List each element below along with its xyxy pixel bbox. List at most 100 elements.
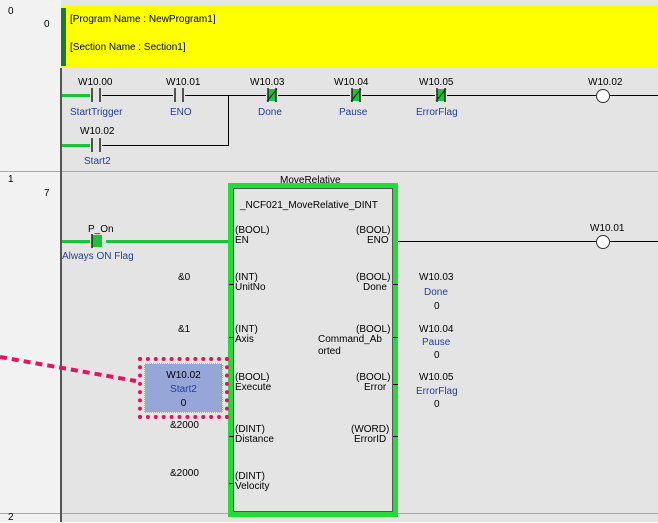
wire bbox=[185, 95, 266, 96]
wire bbox=[610, 95, 658, 96]
rung-number-0: 0 bbox=[8, 6, 14, 17]
execute-operand-selected[interactable] bbox=[144, 363, 223, 413]
wire bbox=[362, 95, 435, 96]
pin bbox=[393, 284, 398, 285]
energized-wire bbox=[62, 240, 90, 243]
output-value: 0 bbox=[434, 301, 440, 312]
fb-output-name: Command_Ab bbox=[318, 334, 382, 345]
wire bbox=[278, 95, 350, 96]
energized-wire bbox=[106, 240, 228, 243]
contact-comment: StartTrigger bbox=[70, 107, 123, 118]
fb-output-type: (BOOL) bbox=[356, 324, 391, 335]
wire bbox=[102, 95, 173, 96]
contact-nc-icon[interactable] bbox=[266, 88, 278, 102]
output-address: W10.04 bbox=[419, 324, 454, 335]
section-comment-banner[interactable] bbox=[61, 6, 658, 68]
contact-nc-icon[interactable] bbox=[350, 88, 362, 102]
fb-input-value: &2000 bbox=[170, 420, 199, 431]
contact-address: W10.03 bbox=[250, 77, 285, 88]
fb-input-type: (DINT) bbox=[235, 424, 265, 435]
pin bbox=[393, 337, 398, 338]
function-block[interactable] bbox=[233, 188, 393, 512]
selection-highlight-box bbox=[138, 357, 229, 419]
wire bbox=[610, 241, 658, 242]
fb-input-type: (BOOL) bbox=[235, 225, 270, 236]
pin bbox=[229, 337, 234, 338]
pin bbox=[229, 284, 234, 285]
output-value: 0 bbox=[434, 350, 440, 361]
fb-input-type: (BOOL) bbox=[235, 372, 270, 383]
output-value: 0 bbox=[434, 399, 440, 410]
wire bbox=[398, 241, 596, 242]
fb-output-name-cont: orted bbox=[318, 346, 341, 357]
step-number-0: 0 bbox=[44, 19, 50, 30]
contact-address: P_On bbox=[88, 224, 114, 235]
contact-no-icon[interactable] bbox=[90, 138, 102, 152]
pin bbox=[393, 436, 398, 437]
fb-output-name: ErrorID bbox=[354, 434, 387, 445]
wire bbox=[447, 95, 596, 96]
fb-output-name: Done bbox=[363, 282, 387, 293]
fb-input-type: (INT) bbox=[235, 272, 258, 283]
operand-address: W10.02 bbox=[166, 370, 201, 381]
fb-input-name: Velocity bbox=[235, 481, 270, 492]
output-coil-icon[interactable] bbox=[596, 89, 610, 103]
fb-input-type: (INT) bbox=[235, 324, 258, 335]
left-power-rail bbox=[60, 68, 62, 522]
fb-input-name: Distance bbox=[235, 434, 274, 445]
contact-no-icon[interactable] bbox=[173, 88, 185, 102]
contact-comment: Always ON Flag bbox=[62, 251, 134, 262]
output-comment: ErrorFlag bbox=[416, 386, 458, 397]
contact-comment: Done bbox=[258, 107, 282, 118]
contact-address: W10.05 bbox=[419, 77, 454, 88]
fb-input-name: UnitNo bbox=[235, 282, 266, 293]
rung-number-1: 1 bbox=[8, 174, 14, 185]
step-number-1: 7 bbox=[44, 188, 50, 199]
contact-comment: ErrorFlag bbox=[416, 107, 458, 118]
coil-address: W10.02 bbox=[588, 77, 623, 88]
fb-output-type: (BOOL) bbox=[356, 372, 391, 383]
rung-number-2: 2 bbox=[8, 512, 14, 523]
fb-output-type: (WORD) bbox=[351, 424, 390, 435]
rung-number-gutter bbox=[0, 0, 62, 522]
fb-input-name: Axis bbox=[235, 334, 254, 345]
output-address: W10.05 bbox=[419, 372, 454, 383]
fb-output-type: (BOOL) bbox=[356, 225, 391, 236]
contact-address: W10.00 bbox=[78, 77, 113, 88]
output-comment: Done bbox=[424, 287, 448, 298]
operand-value: 0 bbox=[180, 398, 187, 409]
energized-wire bbox=[62, 144, 90, 147]
fb-input-name: Execute bbox=[235, 382, 272, 393]
fb-output-type: (BOOL) bbox=[356, 272, 391, 283]
contact-nc-icon[interactable] bbox=[435, 88, 447, 102]
energized-wire bbox=[62, 94, 90, 97]
output-address: W10.03 bbox=[419, 272, 454, 283]
fb-output-name: Error bbox=[364, 382, 387, 393]
contact-comment: Pause bbox=[339, 107, 368, 118]
coil-address: W10.01 bbox=[590, 223, 625, 234]
fb-input-type: (DINT) bbox=[235, 471, 265, 482]
contact-address: W10.01 bbox=[166, 77, 201, 88]
rung-active-marker bbox=[61, 8, 66, 66]
contact-no-icon[interactable] bbox=[90, 88, 102, 102]
fb-type-name: _NCF021_MoveRelative_DINT bbox=[240, 200, 378, 211]
operand-comment: Start2 bbox=[170, 384, 197, 395]
contact-comment: ENO bbox=[170, 107, 192, 118]
contact-address: W10.02 bbox=[80, 126, 115, 137]
wire bbox=[102, 145, 228, 146]
contact-address: W10.04 bbox=[334, 77, 369, 88]
rung-separator bbox=[0, 171, 658, 172]
fb-input-value: &2000 bbox=[170, 468, 199, 479]
fb-output-name: ENO bbox=[367, 235, 389, 246]
pin bbox=[229, 436, 234, 437]
output-comment: Pause bbox=[422, 337, 451, 348]
fb-input-value: &0 bbox=[178, 272, 191, 283]
fb-instance-name: MoveRelative bbox=[280, 175, 341, 186]
contact-comment: Start2 bbox=[84, 156, 111, 167]
output-coil-icon[interactable] bbox=[596, 235, 610, 249]
program-name-label: [Program Name : NewProgram1] bbox=[70, 14, 216, 25]
contact-no-icon[interactable] bbox=[90, 234, 102, 248]
callout-pointer-line bbox=[0, 355, 137, 383]
fb-input-value: &1 bbox=[178, 324, 191, 335]
section-name-label: [Section Name : Section1] bbox=[70, 42, 186, 53]
